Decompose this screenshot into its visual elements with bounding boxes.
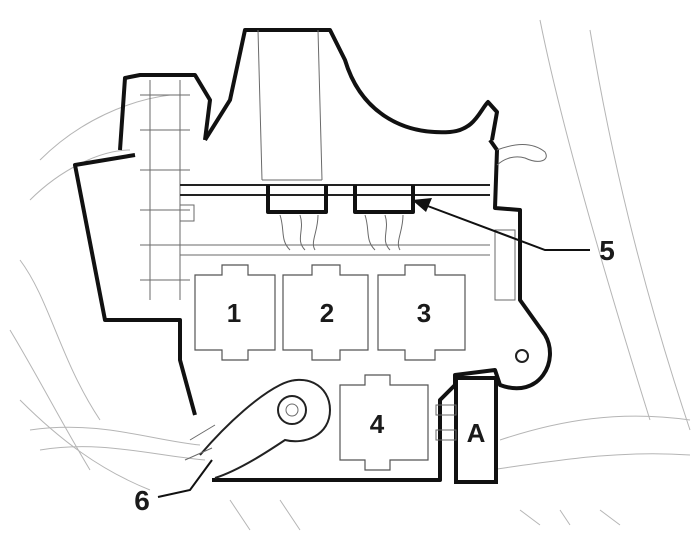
- ground-bracket: [184, 378, 332, 479]
- relay-box-outline: [73, 138, 552, 482]
- callout-6-label: 6: [134, 485, 150, 516]
- upper-connectors: [266, 185, 415, 251]
- connector-a-label: A: [467, 418, 486, 448]
- relay-1-label: 1: [227, 298, 241, 328]
- relay-4: [339, 374, 429, 471]
- relay-3: [377, 264, 466, 361]
- callout-5-leader: [412, 198, 590, 251]
- relay-2-label: 2: [320, 298, 334, 328]
- connector-a: [435, 376, 498, 484]
- top-connector-housing: [203, 28, 499, 181]
- relay-3-label: 3: [417, 298, 431, 328]
- relay-4-label: 4: [370, 409, 385, 439]
- callout-6-leader: [157, 459, 213, 498]
- background-linework: [9, 19, 691, 531]
- relay-1: [194, 264, 276, 361]
- callout-5-label: 5: [599, 235, 615, 266]
- left-latch-column: [118, 73, 212, 300]
- relay-2: [282, 264, 369, 361]
